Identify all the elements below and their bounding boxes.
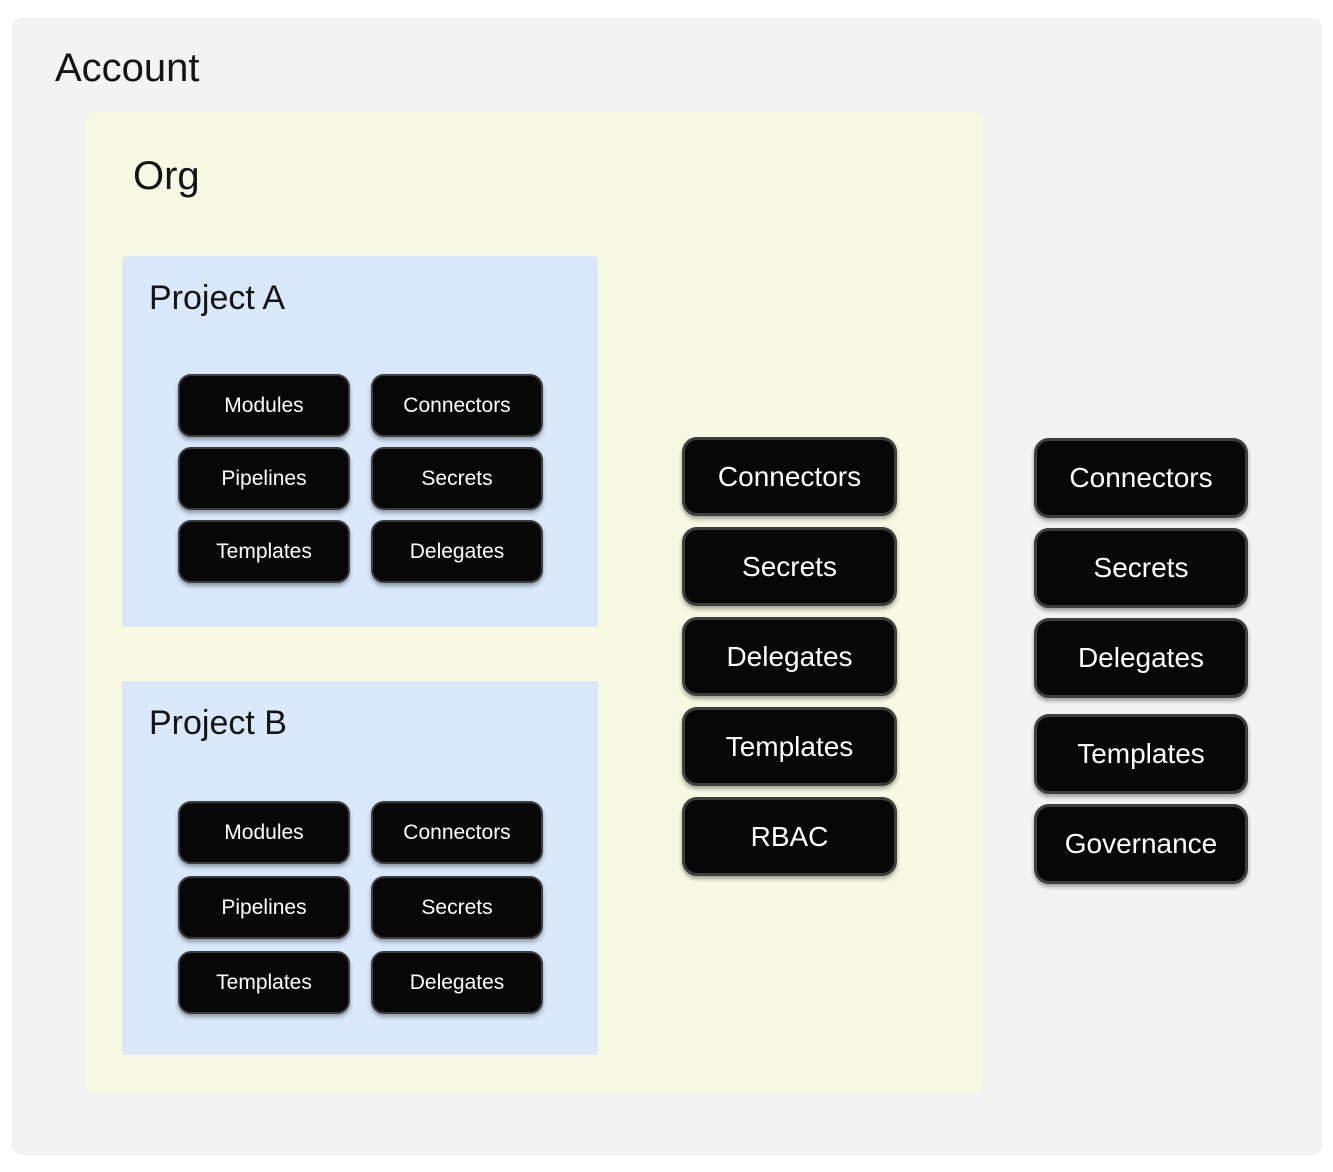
account-secrets-chip: Secrets — [1034, 528, 1248, 608]
project-a-box: Project A Modules Connectors Pipelines S… — [122, 256, 598, 627]
project-a-resource-grid: Modules Connectors Pipelines Secrets Tem… — [178, 374, 543, 583]
account-title: Account — [55, 46, 200, 90]
account-governance-chip: Governance — [1034, 804, 1248, 884]
account-delegates-chip: Delegates — [1034, 618, 1248, 698]
account-resource-list: Connectors Secrets Delegates Templates G… — [1034, 438, 1248, 884]
project-a-templates-chip: Templates — [178, 520, 350, 583]
project-a-delegates-chip: Delegates — [371, 520, 543, 583]
project-a-secrets-chip: Secrets — [371, 447, 543, 510]
project-a-modules-chip: Modules — [178, 374, 350, 437]
project-b-delegates-chip: Delegates — [371, 951, 543, 1014]
project-b-templates-chip: Templates — [178, 951, 350, 1014]
project-b-box: Project B Modules Connectors Pipelines S… — [122, 681, 598, 1055]
project-b-secrets-chip: Secrets — [371, 876, 543, 939]
project-b-resource-grid: Modules Connectors Pipelines Secrets Tem… — [178, 801, 543, 1014]
project-a-title: Project A — [149, 279, 286, 317]
org-rbac-chip: RBAC — [682, 797, 897, 876]
account-scope-box: Account Org Project A Modules Connectors… — [12, 18, 1322, 1155]
project-b-pipelines-chip: Pipelines — [178, 876, 350, 939]
project-a-pipelines-chip: Pipelines — [178, 447, 350, 510]
project-b-modules-chip: Modules — [178, 801, 350, 864]
org-scope-box: Org Project A Modules Connectors Pipelin… — [85, 112, 983, 1093]
org-templates-chip: Templates — [682, 707, 897, 786]
account-templates-chip: Templates — [1034, 714, 1248, 794]
account-connectors-chip: Connectors — [1034, 438, 1248, 518]
project-b-connectors-chip: Connectors — [371, 801, 543, 864]
project-b-title: Project B — [149, 704, 287, 742]
org-connectors-chip: Connectors — [682, 437, 897, 516]
org-delegates-chip: Delegates — [682, 617, 897, 696]
org-resource-list: Connectors Secrets Delegates Templates R… — [682, 437, 897, 876]
org-secrets-chip: Secrets — [682, 527, 897, 606]
project-a-connectors-chip: Connectors — [371, 374, 543, 437]
org-title: Org — [133, 154, 200, 198]
